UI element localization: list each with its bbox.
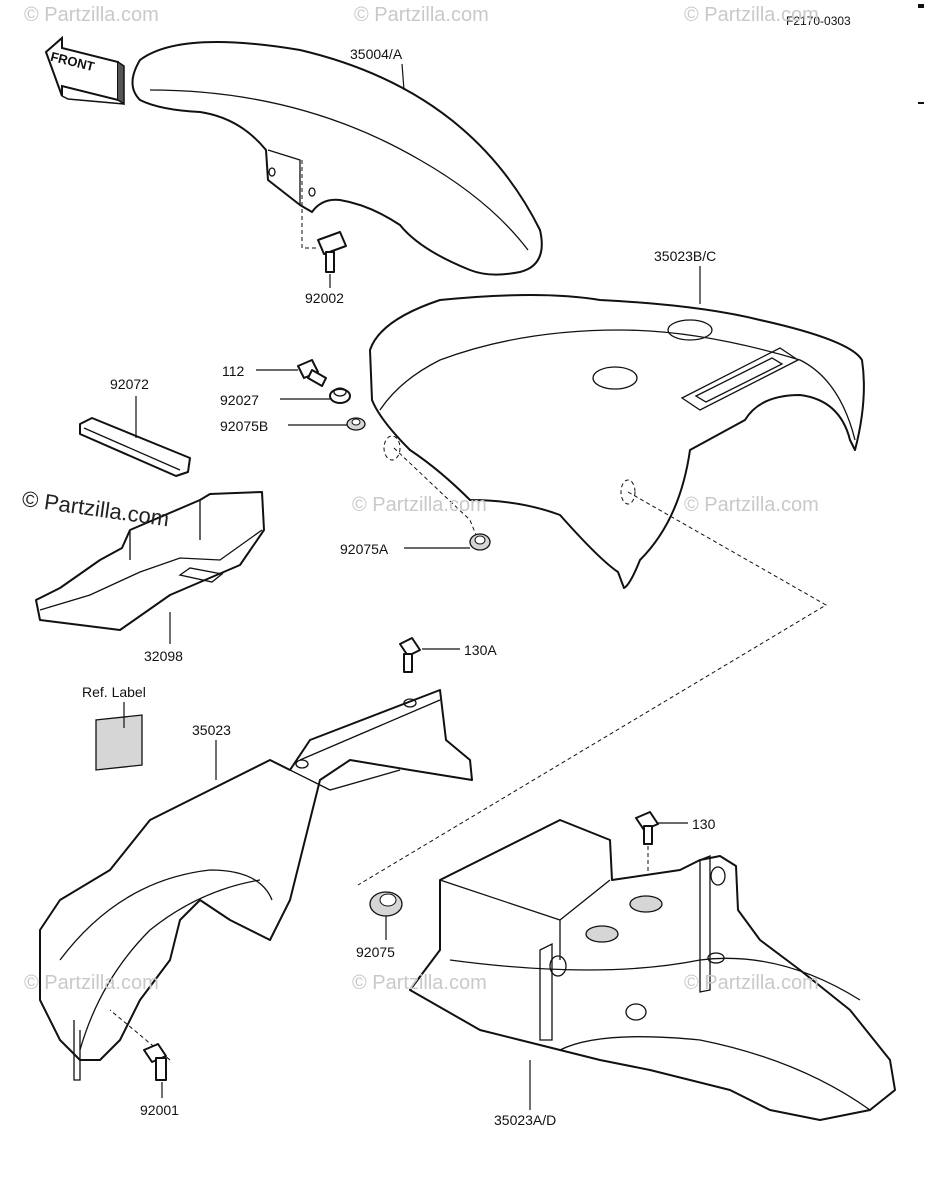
grommet-92075[interactable] [369,891,403,917]
label-112[interactable]: 112 [222,363,245,379]
label-32098[interactable]: 32098 [144,648,183,664]
watermark: © Partzilla.com [352,494,487,516]
watermark: © Partzilla.com [684,494,819,516]
figure-code: F2170-0303 [786,14,851,28]
watermark: © Partzilla.com [352,972,487,994]
front-fender-35004[interactable] [131,41,543,276]
label-130A[interactable]: 130A [464,642,497,658]
strap-92072[interactable] [79,417,191,477]
bolt-130[interactable] [635,811,659,845]
watermark: © Partzilla.com [24,972,159,994]
watermark: © Partzilla.com [24,4,159,26]
watermark: © Partzilla.com [354,4,489,26]
label-92027[interactable]: 92027 [220,392,259,408]
label-92072[interactable]: 92072 [110,376,149,392]
label-35004A[interactable]: 35004/A [350,46,403,62]
label-35023[interactable]: 35023 [192,722,231,738]
front-arrow-icon [44,35,125,106]
collar-92027[interactable] [329,387,351,404]
bolt-130A[interactable] [399,637,421,673]
watermark: © Partzilla.com [684,972,819,994]
ref-label-sticker [95,714,143,771]
edge-mark [918,4,924,8]
label-92075B[interactable]: 92075B [220,418,269,434]
label-ref-label[interactable]: Ref. Label [82,684,146,700]
bolt-112[interactable] [297,359,327,387]
tool-tray-32098[interactable] [35,491,265,631]
label-130[interactable]: 130 [692,816,716,832]
label-92002[interactable]: 92002 [305,290,344,306]
seat-cowl-35023BC[interactable] [369,294,865,589]
label-35023AD[interactable]: 35023A/D [494,1112,557,1128]
edge-mark [918,102,924,104]
rear-fender-35023AD[interactable] [409,819,896,1121]
label-92001[interactable]: 92001 [140,1102,179,1118]
grommet-92075A[interactable] [469,533,491,551]
bolt-92002[interactable] [317,231,347,273]
label-92075[interactable]: 92075 [356,944,395,960]
grommet-92075B[interactable] [346,417,366,431]
watermark: © Partzilla.com [684,4,819,26]
label-92075A[interactable]: 92075A [340,541,389,557]
label-35023BC[interactable]: 35023B/C [654,248,717,264]
bolt-92001[interactable] [143,1043,167,1081]
inner-fender-35023[interactable] [39,689,473,1081]
